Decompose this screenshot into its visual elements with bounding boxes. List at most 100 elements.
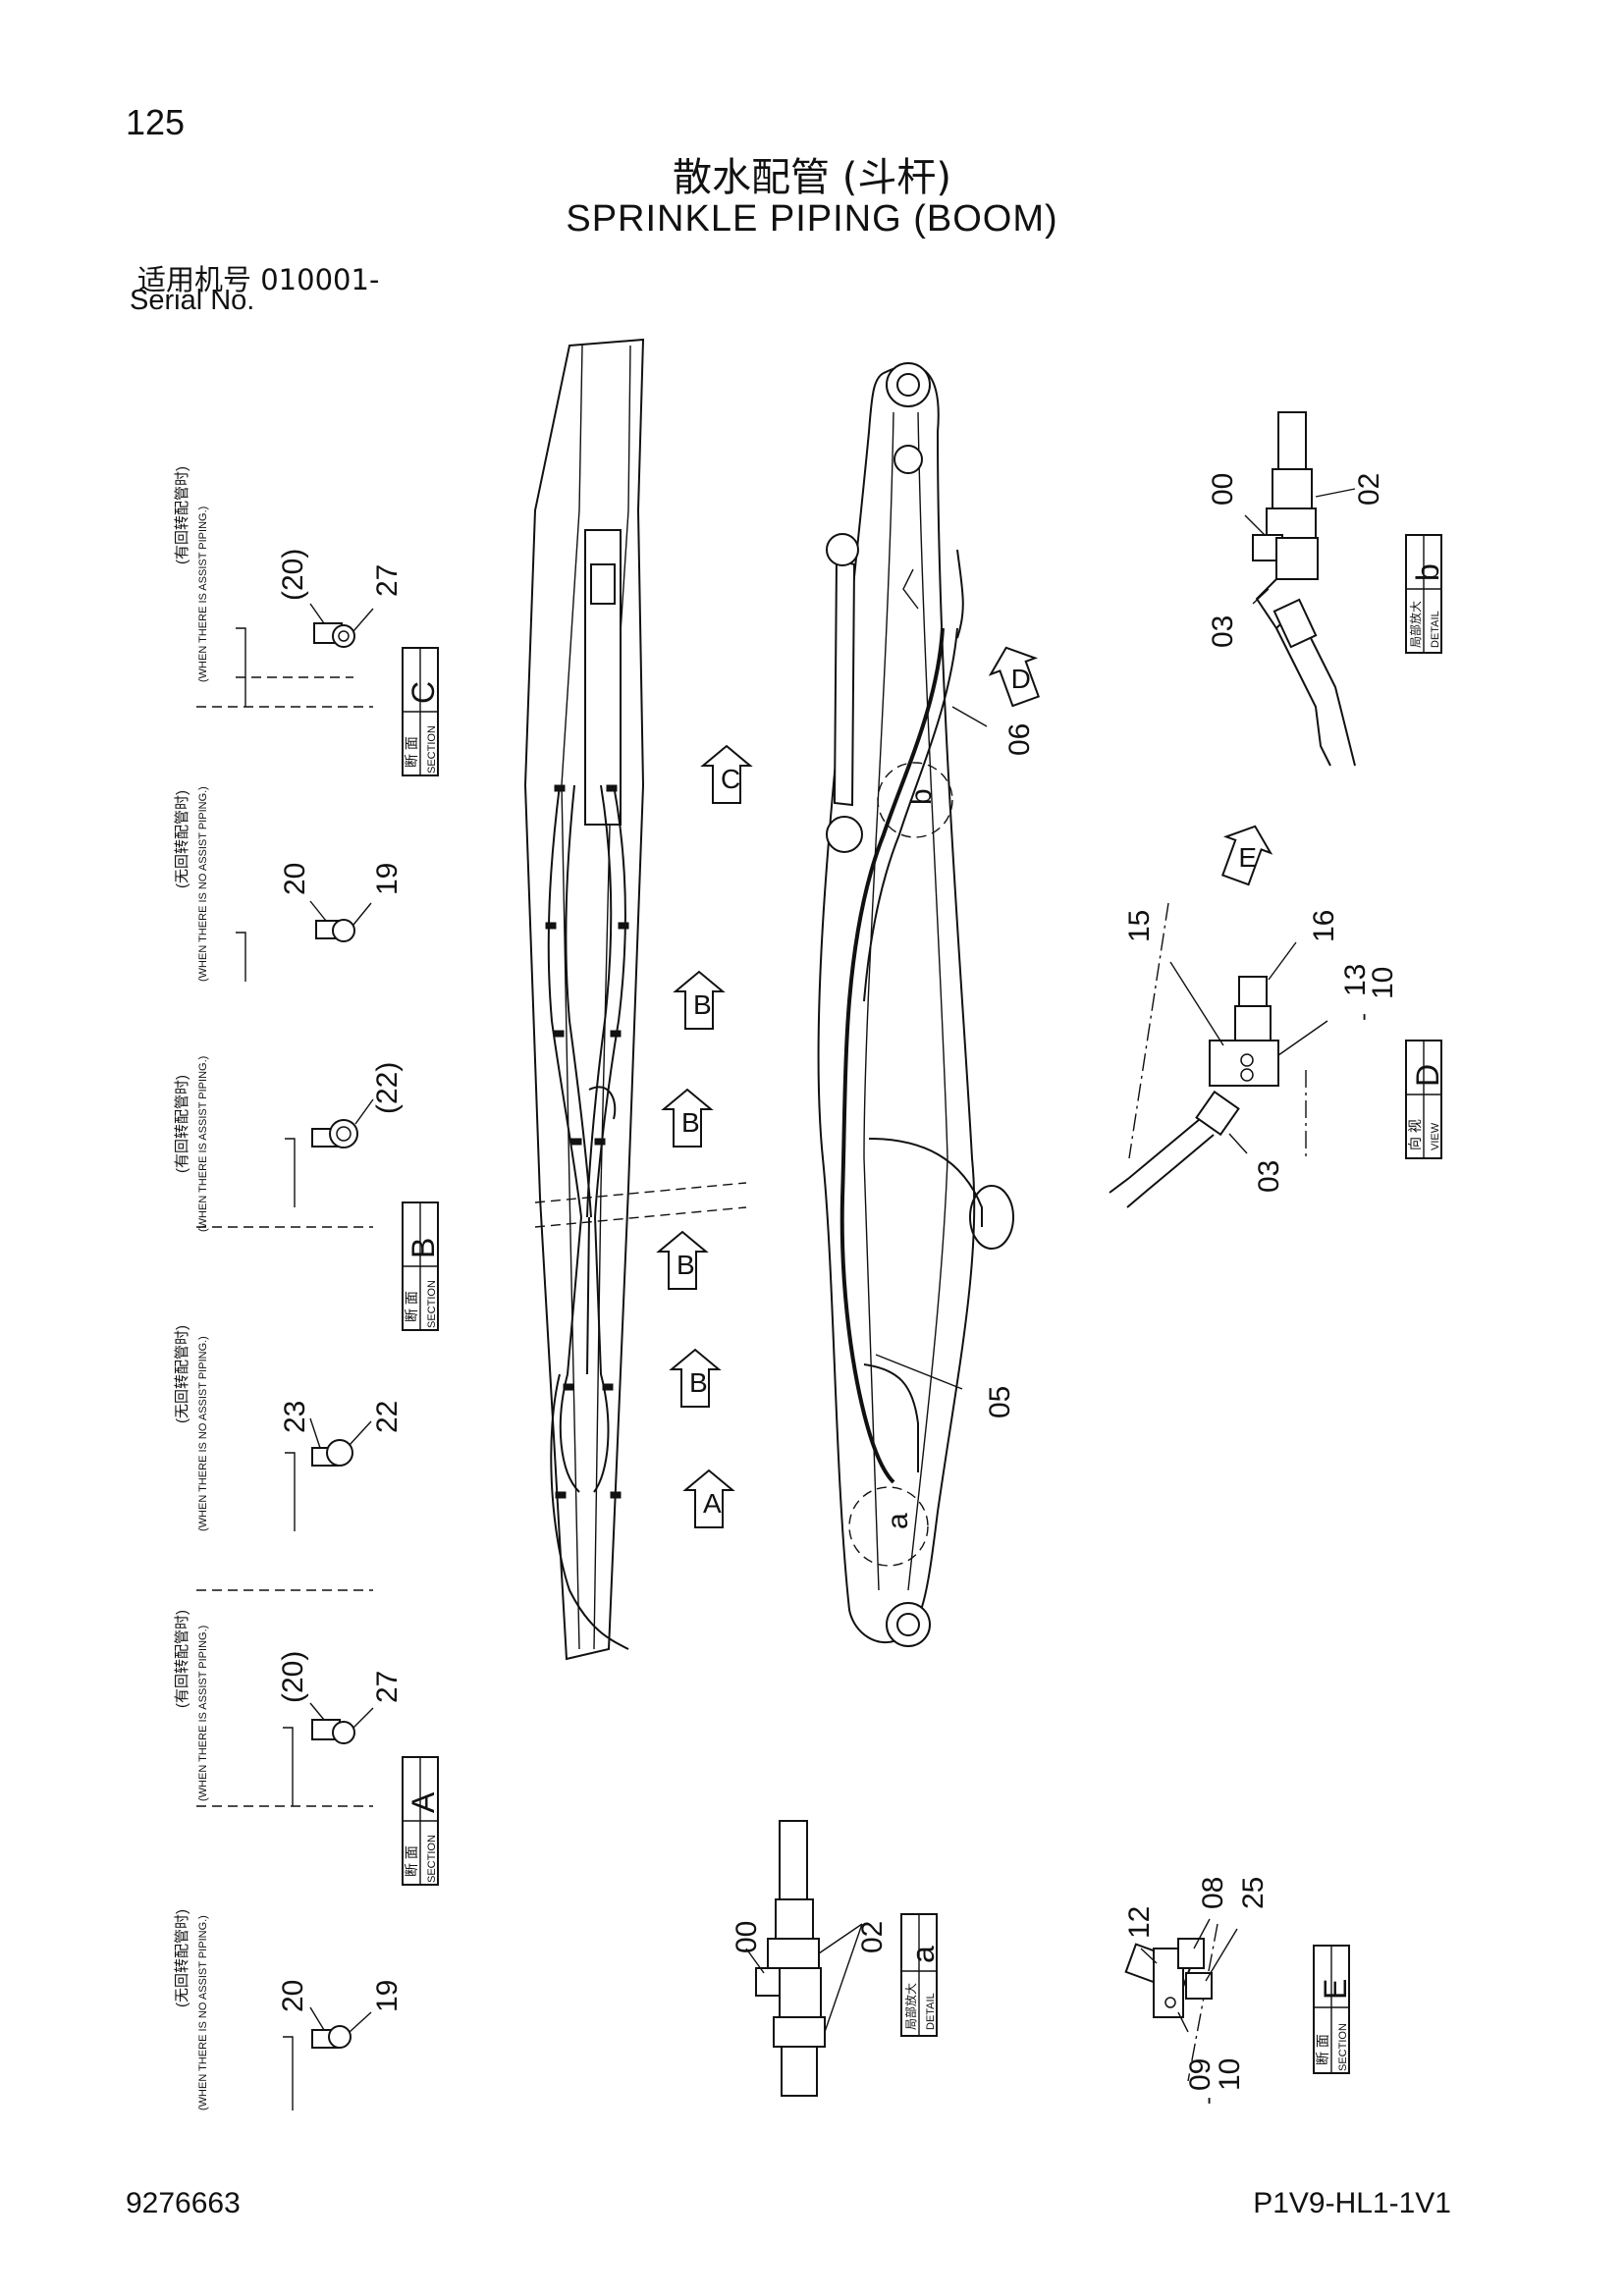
section-e-part-10: 10 bbox=[1214, 2058, 1246, 2091]
view-d-bolt bbox=[1240, 1053, 1254, 1067]
leader-line bbox=[1244, 514, 1266, 536]
detail-a-nut-2 bbox=[773, 2016, 826, 2048]
leader-line bbox=[352, 608, 374, 632]
detail-a-label-zh: 局部放大 bbox=[903, 1983, 918, 2030]
cut-line bbox=[534, 1182, 747, 1203]
leader-line bbox=[354, 1098, 374, 1125]
view-arrow-b3: B bbox=[656, 1230, 709, 1290]
view-arrow-d: D bbox=[988, 646, 1041, 708]
section-a-label-en: SECTION bbox=[426, 1835, 438, 1883]
boom-top-pin-inner bbox=[896, 373, 920, 397]
leader-line bbox=[349, 2011, 372, 2033]
leader-line bbox=[309, 1702, 325, 1721]
leader-line bbox=[309, 1417, 321, 1449]
leader-line bbox=[309, 900, 327, 922]
detail-a-fitting bbox=[775, 1898, 814, 1940]
view-d-label-en: VIEW bbox=[1430, 1122, 1441, 1150]
detail-a-label-en: DETAIL bbox=[925, 1993, 937, 2030]
svg-text:D: D bbox=[1011, 664, 1031, 694]
section-e-part-12: 12 bbox=[1123, 1906, 1156, 1939]
pipe-line bbox=[593, 1216, 610, 1493]
section-c-cond-assist-en: (WHEN THERE IS ASSIST PIPING.) bbox=[197, 507, 209, 682]
section-a-label-zh: 断 面 bbox=[404, 1845, 419, 1877]
leader-line bbox=[1169, 961, 1224, 1046]
view-d-part-15: 15 bbox=[1123, 910, 1156, 942]
view-d-part-13: 13 bbox=[1339, 964, 1372, 996]
view-arrows: C B B B B A D E bbox=[656, 646, 1273, 1528]
boom-top-outline bbox=[523, 338, 645, 1661]
sprinkle-hose-outer bbox=[863, 627, 958, 1002]
leader-line bbox=[1268, 941, 1297, 981]
leader-line bbox=[1193, 1918, 1211, 1949]
section-b: (有回转配管时) (WHEN THERE IS ASSIST PIPING.) … bbox=[174, 1056, 441, 1531]
sprinkle-hose bbox=[839, 627, 945, 1484]
section-e-fitting-2 bbox=[1185, 1972, 1213, 2000]
section-a-bracket-2 bbox=[283, 2036, 294, 2110]
section-b-letter: B bbox=[406, 1238, 441, 1258]
boom-side-inner bbox=[863, 411, 894, 1591]
view-d-part-dash: - bbox=[1350, 1013, 1377, 1021]
detail-b-part-02: 02 bbox=[1353, 473, 1385, 506]
detail-a-clamp bbox=[755, 1967, 783, 1997]
section-b-cond-assist-zh: (有回转配管时) bbox=[174, 1075, 190, 1173]
leader-line bbox=[951, 706, 988, 727]
model-code: P1V9-HL1-1V1 bbox=[1253, 2187, 1451, 2219]
clamp-marks bbox=[545, 784, 629, 1499]
section-c-cond-assist-zh: (有回转配管时) bbox=[174, 466, 190, 564]
section-a-cond-assist-zh: (有回转配管时) bbox=[174, 1610, 190, 1708]
section-a-part-20b: 20 bbox=[277, 1980, 309, 2012]
svg-text:B: B bbox=[677, 1250, 695, 1280]
section-b-part-22a: (22) bbox=[371, 1062, 404, 1114]
leader-line bbox=[1140, 1948, 1158, 1964]
section-e-part-25: 25 bbox=[1237, 1877, 1270, 1909]
section-b-cond-noassist-zh: (无回转配管时) bbox=[174, 1325, 190, 1423]
section-b-bracket bbox=[285, 1138, 296, 1207]
section-a: (有回转配管时) (WHEN THERE IS ASSIST PIPING.) … bbox=[174, 1610, 441, 2110]
view-d-part-16: 16 bbox=[1308, 910, 1340, 942]
hose-fitting bbox=[902, 568, 919, 610]
section-e: 12 08 25 09 - 10 断 面 SECTION E bbox=[1123, 1877, 1353, 2105]
detail-b-hose-top bbox=[1277, 411, 1307, 470]
section-a-pipe bbox=[332, 1721, 355, 1744]
view-arrow-a: A bbox=[682, 1468, 735, 1528]
arm-cylinder bbox=[833, 558, 856, 807]
upper-hose bbox=[956, 549, 964, 639]
view-d-elbow bbox=[1195, 1090, 1240, 1137]
detail-a-part-00: 00 bbox=[731, 1921, 763, 1953]
section-c-bracket bbox=[236, 627, 246, 707]
boom-mid-pin bbox=[893, 445, 923, 474]
pipe-line bbox=[565, 784, 592, 1218]
leader-line bbox=[1252, 588, 1270, 605]
leader-line bbox=[1228, 1133, 1248, 1154]
cylinder-rod-end bbox=[590, 563, 616, 605]
view-d-letter: D bbox=[1410, 1064, 1445, 1087]
leader-line bbox=[1277, 1020, 1328, 1056]
section-a-cond-noassist-zh: (无回转配管时) bbox=[174, 1909, 190, 2007]
detail-a-part-02: 02 bbox=[856, 1921, 889, 1953]
serial-label-zh-text: 适用机号 bbox=[137, 263, 252, 296]
section-c-pipe-2 bbox=[332, 919, 355, 942]
serial-label-chinese: 适用机号 010001- bbox=[137, 257, 379, 298]
view-d-part-10: 10 bbox=[1367, 967, 1399, 999]
section-e-letter: E bbox=[1318, 1979, 1353, 2000]
view-arrow-b1: B bbox=[673, 970, 726, 1030]
section-c-pipe-inner bbox=[338, 630, 350, 642]
detail-b-hose bbox=[1275, 627, 1331, 767]
section-a-cond-assist-en: (WHEN THERE IS ASSIST PIPING.) bbox=[197, 1626, 209, 1801]
section-a-part-20: (20) bbox=[277, 1651, 309, 1703]
leader-line bbox=[309, 603, 325, 624]
section-c-part-20: (20) bbox=[277, 549, 309, 601]
main-part-06: 06 bbox=[1003, 723, 1036, 756]
view-d-bolt bbox=[1240, 1068, 1254, 1082]
section-c-label-en: SECTION bbox=[426, 725, 438, 774]
page-number: 125 bbox=[126, 102, 186, 142]
leader-line bbox=[309, 2006, 325, 2031]
detail-a-union bbox=[779, 1967, 822, 2018]
section-a-part-19: 19 bbox=[371, 1980, 404, 2012]
boom-bracket-hole bbox=[969, 1185, 1014, 1250]
detail-marker-a: a bbox=[882, 1513, 914, 1529]
serial-label-english: Serial No. bbox=[130, 285, 255, 316]
section-a-bracket bbox=[283, 1727, 294, 1806]
detail-b-part-03: 03 bbox=[1207, 615, 1239, 648]
